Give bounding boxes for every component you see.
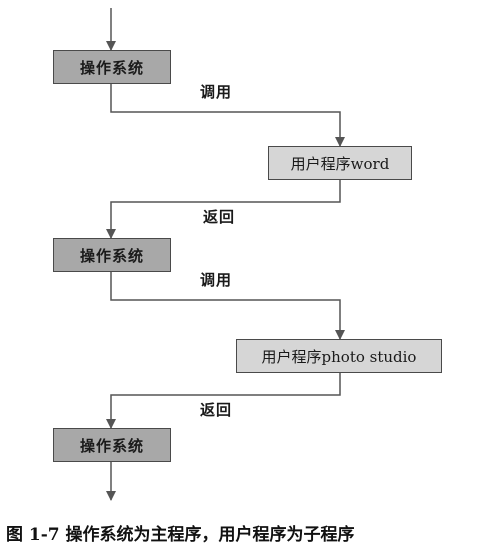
os-box-1: 操作系统: [53, 50, 171, 84]
return2-arrow: [106, 373, 341, 429]
flow-diagram: 操作系统 调用 用户程序word 返回 操作系统 调用 用户程序photo st…: [53, 8, 442, 501]
os-box-2: 操作系统: [53, 238, 171, 272]
figure-caption: 图 1-7 操作系统为主程序，用户程序为子程序: [6, 525, 355, 545]
call-label-1: 调用: [200, 83, 233, 101]
connector-lines: [106, 8, 345, 501]
return-label-1: 返回: [203, 208, 236, 226]
user-program-word-box: 用户程序word: [268, 146, 412, 180]
call-label-2: 调用: [200, 271, 233, 289]
os-box-3: 操作系统: [53, 428, 171, 462]
call1-arrow: [110, 84, 345, 147]
return1-arrow: [106, 180, 341, 239]
call2-arrow: [110, 272, 345, 340]
return-label-2: 返回: [200, 401, 233, 419]
user-program-photo-studio-box: 用户程序photo studio: [236, 339, 442, 373]
